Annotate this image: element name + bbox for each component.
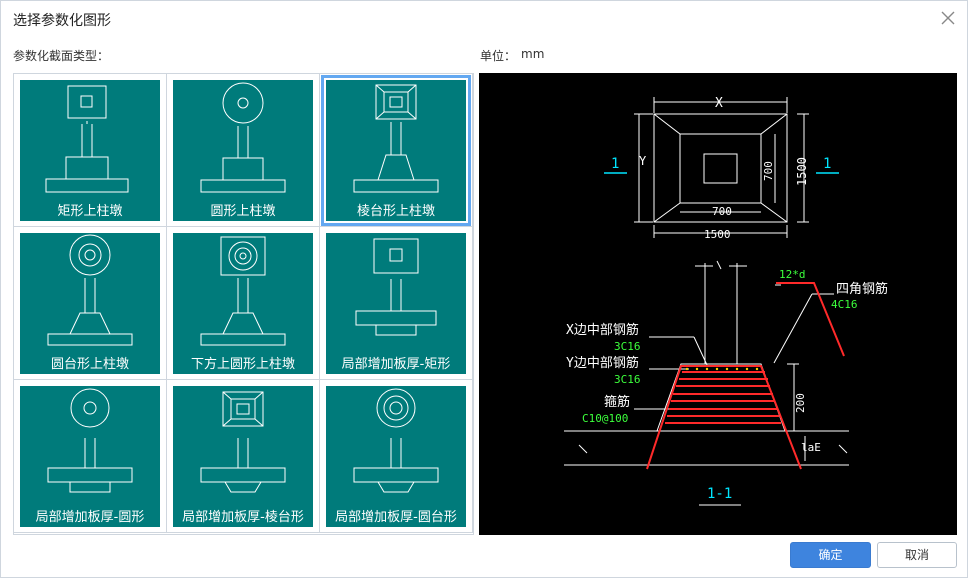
- close-icon[interactable]: [939, 9, 957, 27]
- shape-card: 局部增加板厚-圆台形: [326, 386, 466, 527]
- shape-label: 局部增加板厚-圆形: [35, 510, 145, 525]
- shape-label: 局部增加板厚-棱台形: [182, 510, 304, 525]
- shape-option-frustum-pier[interactable]: 棱台形上柱墩: [320, 74, 473, 227]
- rect-pier-icon: [45, 85, 129, 193]
- stirrup-value: C10@100: [582, 412, 628, 425]
- shape-card: 棱台形上柱墩: [321, 75, 471, 226]
- corner-bar-value: 4C16: [831, 298, 858, 311]
- shape-card: 局部增加板厚-矩形: [326, 233, 466, 374]
- dim-200-text: 200: [794, 393, 807, 413]
- shape-card: 局部增加板厚-棱台形: [173, 386, 313, 527]
- shape-label: 矩形上柱墩: [57, 204, 123, 219]
- dim-700-v-text: 700: [762, 161, 775, 181]
- shape-option-slab-frustum[interactable]: 局部增加板厚-棱台形: [167, 380, 320, 533]
- ok-button[interactable]: 确定: [790, 542, 871, 568]
- dim-1500-h-text: 1500: [704, 228, 731, 241]
- cad-preview-drawing: X Y 700 1500 700 1500 1 1 12*d 四角钢筋 4C16…: [564, 96, 888, 506]
- shape-card: 矩形上柱墩: [20, 80, 160, 221]
- shape-label: 下方上圆形上柱墩: [190, 357, 295, 372]
- dim-700-h-text: 700: [712, 205, 732, 218]
- dim-x-text: X: [715, 96, 723, 111]
- y-bar-value: 3C16: [614, 373, 641, 386]
- shape-option-square-round-pier[interactable]: 下方上圆形上柱墩: [167, 227, 320, 380]
- shape-label: 局部增加板厚-矩形: [341, 357, 451, 372]
- shape-option-cone-pier[interactable]: 圆台形上柱墩: [14, 227, 167, 380]
- square-round-pier-icon: [200, 236, 286, 346]
- shape-label: 圆台形上柱墩: [50, 357, 129, 372]
- shape-card: 下方上圆形上柱墩: [173, 233, 313, 374]
- shape-option-circle-pier[interactable]: 圆形上柱墩: [167, 74, 320, 227]
- shape-card: 圆形上柱墩: [173, 80, 313, 221]
- slab-frustum-icon: [200, 391, 286, 493]
- frustum-pier-icon: [353, 84, 439, 193]
- dim-1500-v-text: 1500: [795, 157, 809, 186]
- shape-option-slab-cone[interactable]: 局部增加板厚-圆台形: [320, 380, 473, 533]
- shape-option-slab-rect[interactable]: 局部增加板厚-矩形: [320, 227, 473, 380]
- shape-grid: 矩形上柱墩 圆形上柱墩: [13, 73, 474, 535]
- cone-pier-icon: [47, 234, 133, 346]
- y-bar-label: Y边中部钢筋: [566, 355, 639, 371]
- slab-cone-icon: [353, 388, 439, 493]
- stirrup-label: 箍筋: [604, 394, 630, 410]
- shape-card: 局部增加板厚-圆形: [20, 386, 160, 527]
- shape-card: 圆台形上柱墩: [20, 233, 160, 374]
- cancel-button[interactable]: 取消: [877, 542, 957, 568]
- hook-length-text: 12*d: [779, 268, 806, 281]
- shape-option-rect-pier[interactable]: 矩形上柱墩: [14, 74, 167, 227]
- shape-label: 圆形上柱墩: [210, 204, 276, 219]
- section-mark-right: 1: [823, 156, 831, 172]
- corner-bar-label: 四角钢筋: [836, 281, 888, 297]
- section-type-label: 参数化截面类型：: [13, 49, 110, 63]
- circle-pier-icon: [200, 82, 286, 193]
- unit-value: mm: [521, 47, 545, 61]
- shape-label: 局部增加板厚-圆台形: [335, 510, 457, 525]
- slab-rect-icon: [355, 238, 437, 336]
- shape-label: 棱台形上柱墩: [356, 204, 435, 219]
- x-bar-label: X边中部钢筋: [566, 322, 639, 338]
- x-bar-value: 3C16: [614, 340, 641, 353]
- section-mark-left: 1: [611, 156, 619, 172]
- section-title: 1-1: [707, 486, 732, 502]
- slab-circle-icon: [47, 388, 133, 493]
- dim-y-text: Y: [639, 154, 647, 168]
- shape-option-slab-circle[interactable]: 局部增加板厚-圆形: [14, 380, 167, 533]
- dialog-title: 选择参数化图形: [13, 13, 111, 29]
- unit-label: 单位：: [480, 49, 517, 63]
- lae-text: laE: [801, 441, 821, 454]
- preview-panel: X Y 700 1500 700 1500 1 1 12*d 四角钢筋 4C16…: [479, 73, 957, 535]
